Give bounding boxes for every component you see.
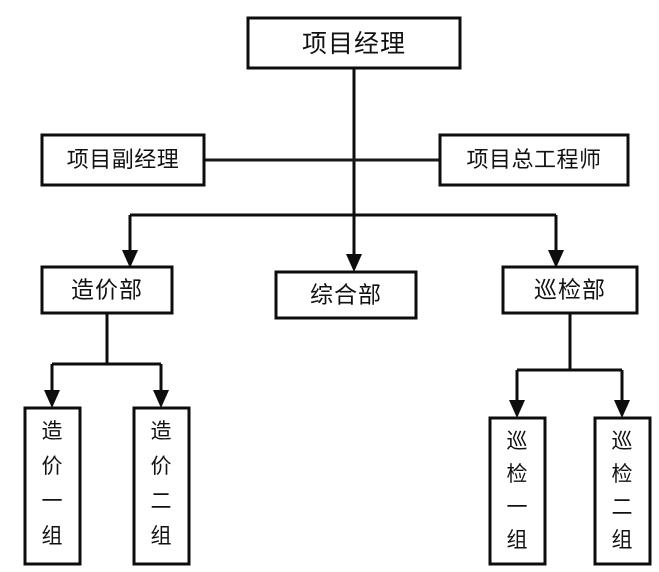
node-label-inspection-group-1-char-1: 巡: [507, 429, 528, 453]
node-label-inspection-group-2-char-2: 检: [612, 462, 633, 486]
arrowhead-cost-group-1: [44, 390, 60, 408]
node-general-dept[interactable]: 综合部: [274, 270, 418, 320]
node-box-inspection-group-2: [593, 416, 652, 566]
node-chief-engineer[interactable]: 项目总工程师: [438, 133, 630, 187]
node-box-cost-group-2: [132, 406, 191, 566]
node-label-inspection-group-2-char-1: 巡: [612, 429, 633, 453]
node-label-cost-group-1-char-1: 造: [42, 419, 63, 443]
node-label-cost-group-2-char-2: 价: [151, 454, 172, 478]
node-label-deputy-project-manager: 项目副经理: [67, 148, 180, 173]
node-box-deputy-project-manager: [40, 133, 206, 187]
node-project-manager[interactable]: 项目经理: [246, 16, 462, 70]
node-box-cost-group-1: [23, 406, 82, 566]
node-label-inspection-group-1-char-2: 检: [507, 462, 528, 486]
node-box-inspection-dept: [501, 265, 639, 315]
node-label-general-dept: 综合部: [310, 283, 382, 309]
node-label-cost-group-1-char-3: 一: [42, 489, 63, 513]
node-inspection-group-2[interactable]: 巡 检 二 组: [593, 416, 652, 566]
node-cost-group-2[interactable]: 造 价 二 组: [132, 406, 191, 566]
arrowhead-inspection-dept: [548, 250, 564, 268]
node-label-inspection-group-1-char-4: 组: [507, 528, 528, 552]
node-box-project-manager: [246, 16, 462, 70]
arrowhead-cost-dept: [122, 250, 138, 268]
node-label-inspection-group-1-char-3: 一: [507, 495, 528, 519]
connector-layer: [44, 68, 630, 418]
node-inspection-group-1[interactable]: 巡 检 一 组: [488, 416, 547, 566]
node-label-chief-engineer: 项目总工程师: [466, 148, 601, 173]
node-cost-dept[interactable]: 造价部: [40, 265, 174, 315]
arrowhead-inspection-group-1: [509, 400, 525, 418]
node-label-cost-group-2-char-1: 造: [151, 419, 172, 443]
node-label-cost-group-2-char-4: 组: [151, 524, 172, 548]
node-label-cost-group-1-char-4: 组: [42, 524, 63, 548]
arrowhead-cost-group-2: [153, 390, 169, 408]
node-label-inspection-dept: 巡检部: [534, 278, 606, 304]
arrowhead-inspection-group-2: [614, 400, 630, 418]
node-box-cost-dept: [40, 265, 174, 315]
node-box-inspection-group-1: [488, 416, 547, 566]
node-box-general-dept: [274, 270, 418, 320]
arrowhead-general-dept: [346, 254, 362, 272]
node-label-cost-group-2-char-3: 二: [151, 489, 172, 513]
node-label-inspection-group-2-char-3: 二: [612, 495, 633, 519]
node-deputy-project-manager[interactable]: 项目副经理: [40, 133, 206, 187]
node-box-chief-engineer: [438, 133, 630, 187]
node-label-cost-group-1-char-2: 价: [42, 454, 63, 478]
node-inspection-dept[interactable]: 巡检部: [501, 265, 639, 315]
node-label-cost-dept: 造价部: [71, 278, 143, 304]
node-cost-group-1[interactable]: 造 价 一 组: [23, 406, 82, 566]
node-label-project-manager: 项目经理: [302, 29, 406, 58]
node-label-inspection-group-2-char-4: 组: [612, 528, 633, 552]
